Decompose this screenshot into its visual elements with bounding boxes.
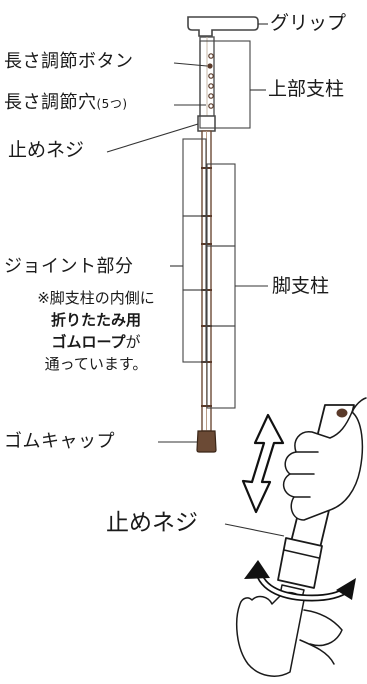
stop-screw-shape	[197, 115, 216, 132]
rope-note-line4: 通っています。	[44, 355, 148, 373]
rope-note-line3-bold: ゴムロープ	[51, 333, 126, 351]
stop-screw-label: 止めネジ	[8, 139, 85, 161]
rubber-cap-label: ゴムキャップ	[4, 431, 115, 452]
length-holes	[208, 53, 214, 109]
length-button-shape	[207, 63, 213, 69]
grip-shape	[187, 16, 259, 37]
rope-note-line2: 折りたたみ用	[50, 311, 141, 329]
inset-leader-line	[224, 523, 285, 537]
leg-shaft-label: 脚支柱	[272, 275, 330, 297]
rotation-arrow-icon	[244, 560, 356, 602]
length-hole-text: 長さ調節穴	[4, 92, 97, 113]
length-button-label: 長さ調節ボタン	[4, 51, 134, 72]
rope-note: ※脚支柱の内側に 折りたたみ用 ゴムロープが 通っています。	[8, 287, 184, 375]
rope-note-line1: ※脚支柱の内側に	[37, 289, 155, 307]
inset-stop-screw-label: 止めネジ	[106, 510, 198, 536]
length-hole-label: 長さ調節穴(5つ)	[4, 94, 128, 112]
joint-label: ジョイント部分	[4, 256, 134, 277]
grip-label: グリップ	[270, 12, 347, 34]
length-hole-count: (5つ)	[96, 97, 128, 111]
double-headed-vertical-arrow-icon	[241, 413, 285, 514]
rubber-cap-shape	[196, 430, 217, 453]
inset-illustration	[235, 397, 367, 677]
bracket-boxes	[182, 40, 251, 409]
leader-lines	[106, 23, 268, 443]
upper-shaft-label: 上部支柱	[268, 78, 345, 100]
rope-note-line3-rest: が	[125, 333, 141, 351]
